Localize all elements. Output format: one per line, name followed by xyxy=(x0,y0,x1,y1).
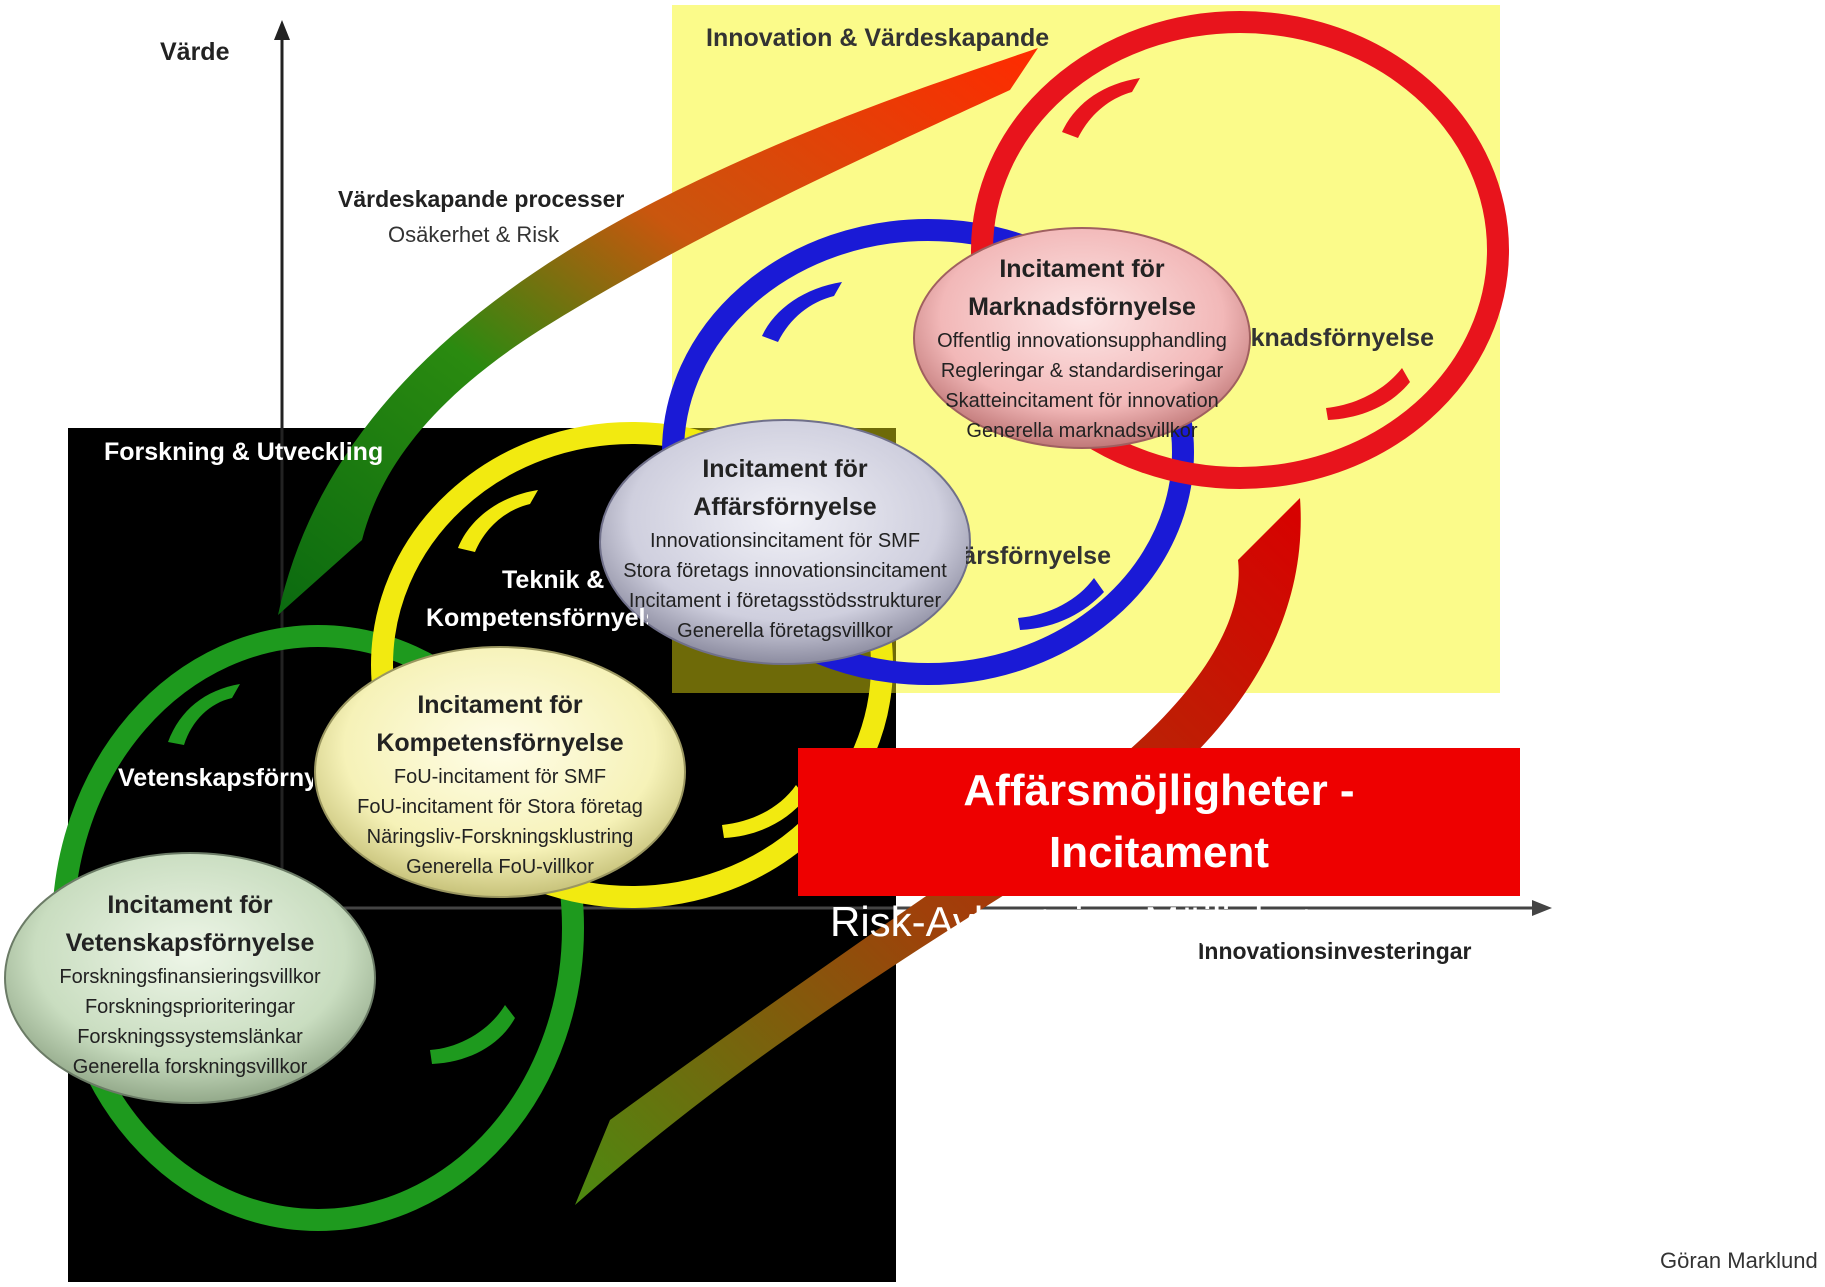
red-rotation-arrow-bottom xyxy=(1326,368,1410,420)
business-incentive-item: Generella företagsvillkor xyxy=(677,620,893,642)
y-axis-label: Värde xyxy=(160,38,230,66)
market-incentive-item: Generella marknadsvillkor xyxy=(966,420,1198,442)
x-axis-arrowhead xyxy=(1532,900,1552,916)
market-incentive-item: Skatteincitament för innovation xyxy=(945,390,1219,412)
market-circle-label: Marknadsförnyelse xyxy=(1252,324,1434,353)
science-incentive-text: Incitament för Vetenskapsförnyelse Forsk… xyxy=(20,886,360,1082)
science-incentive-title1: Incitament för xyxy=(107,891,273,919)
banner-line1: Affärsmöjligheter - xyxy=(963,766,1355,815)
innovation-region-label: Innovation & Värdeskapande xyxy=(706,24,1050,52)
market-circle-label-text: Marknadsförnyelse xyxy=(1252,324,1434,352)
business-incentive-item: Stora företags innovationsincitament xyxy=(623,560,947,582)
rd-region-label: Forskning & Utveckling xyxy=(104,438,384,466)
competence-incentive-title1: Incitament för xyxy=(417,691,583,719)
business-incentive-text: Incitament för Affärsförnyelse Innovatio… xyxy=(605,450,965,646)
market-incentive-item: Regleringar & standardiseringar xyxy=(940,360,1224,382)
tech-circle-label-line2: Kompetensförnyelse xyxy=(426,604,648,632)
yellow-rotation-arrow-bottom xyxy=(722,785,806,838)
competence-incentive-text: Incitament för Kompetensförnyelse FoU-in… xyxy=(330,686,670,882)
red-rotation-arrow-top xyxy=(1062,78,1140,138)
tech-circle-label-line1: Teknik & xyxy=(502,566,605,594)
yellow-rotation-arrow-top xyxy=(458,490,538,552)
competence-incentive-item: FoU-incitament för Stora företag xyxy=(357,796,643,818)
blue-rotation-arrow-bottom xyxy=(1018,578,1104,630)
competence-incentive-item: Näringsliv-Forskningsklustring xyxy=(366,826,634,848)
x-axis-label: Innovationsinvesteringar xyxy=(1198,938,1472,964)
author-credit: Göran Marklund xyxy=(1660,1248,1818,1273)
science-incentive-ellipse xyxy=(4,852,376,1104)
business-incentive-item: Innovationsincitament för SMF xyxy=(649,530,921,552)
y-axis-arrowhead xyxy=(274,20,290,40)
risk-return-text: Risk-Avkastning-Möjligheter xyxy=(830,898,1350,945)
competence-incentive-item: Generella FoU-villkor xyxy=(406,856,594,878)
business-circle-label-text: Affärsförnyelse xyxy=(966,542,1111,570)
market-incentive-item: Offentlig innovationsupphandling xyxy=(937,330,1227,352)
business-incentive-item: Incitament i företagsstödsstrukturer xyxy=(628,590,942,612)
banner-line2: Incitament xyxy=(1048,828,1270,877)
process-arrow-upper xyxy=(278,48,1038,615)
green-rotation-arrow-bottom xyxy=(430,1005,515,1064)
blue-rotation-arrow-top xyxy=(762,282,842,342)
business-circle-label: Affärsförnyelse xyxy=(966,542,1111,571)
opportunities-banner xyxy=(798,748,1520,896)
business-incentive-ellipse xyxy=(599,419,971,665)
market-incentive-ellipse xyxy=(913,227,1251,449)
science-incentive-item: Forskningsprioriteringar xyxy=(84,996,296,1018)
competence-incentive-title2: Kompetensförnyelse xyxy=(376,729,624,757)
science-circle-label: Vetenskapsförnyelse xyxy=(118,764,313,792)
business-incentive-title1: Incitament för xyxy=(702,455,868,483)
market-incentive-title2: Marknadsförnyelse xyxy=(968,293,1196,321)
green-rotation-arrow-top xyxy=(168,684,240,745)
market-incentive-title1: Incitament för xyxy=(999,255,1165,283)
competence-incentive-ellipse xyxy=(314,646,686,898)
process-title: Värdeskapande processer xyxy=(338,186,625,212)
market-incentive-text: Incitament för Marknadsförnyelse Offentl… xyxy=(917,250,1247,446)
process-arrow-lower xyxy=(575,498,1301,1205)
science-incentive-item: Generella forskningsvillkor xyxy=(72,1056,308,1078)
science-incentive-title2: Vetenskapsförnyelse xyxy=(65,929,315,957)
science-incentive-item: Forskningsfinansieringsvillkor xyxy=(59,966,321,988)
competence-incentive-item: FoU-incitament för SMF xyxy=(393,766,607,788)
science-incentive-item: Forskningssystemslänkar xyxy=(77,1026,303,1048)
business-incentive-title2: Affärsförnyelse xyxy=(693,493,877,521)
process-subtitle: Osäkerhet & Risk xyxy=(388,222,560,247)
